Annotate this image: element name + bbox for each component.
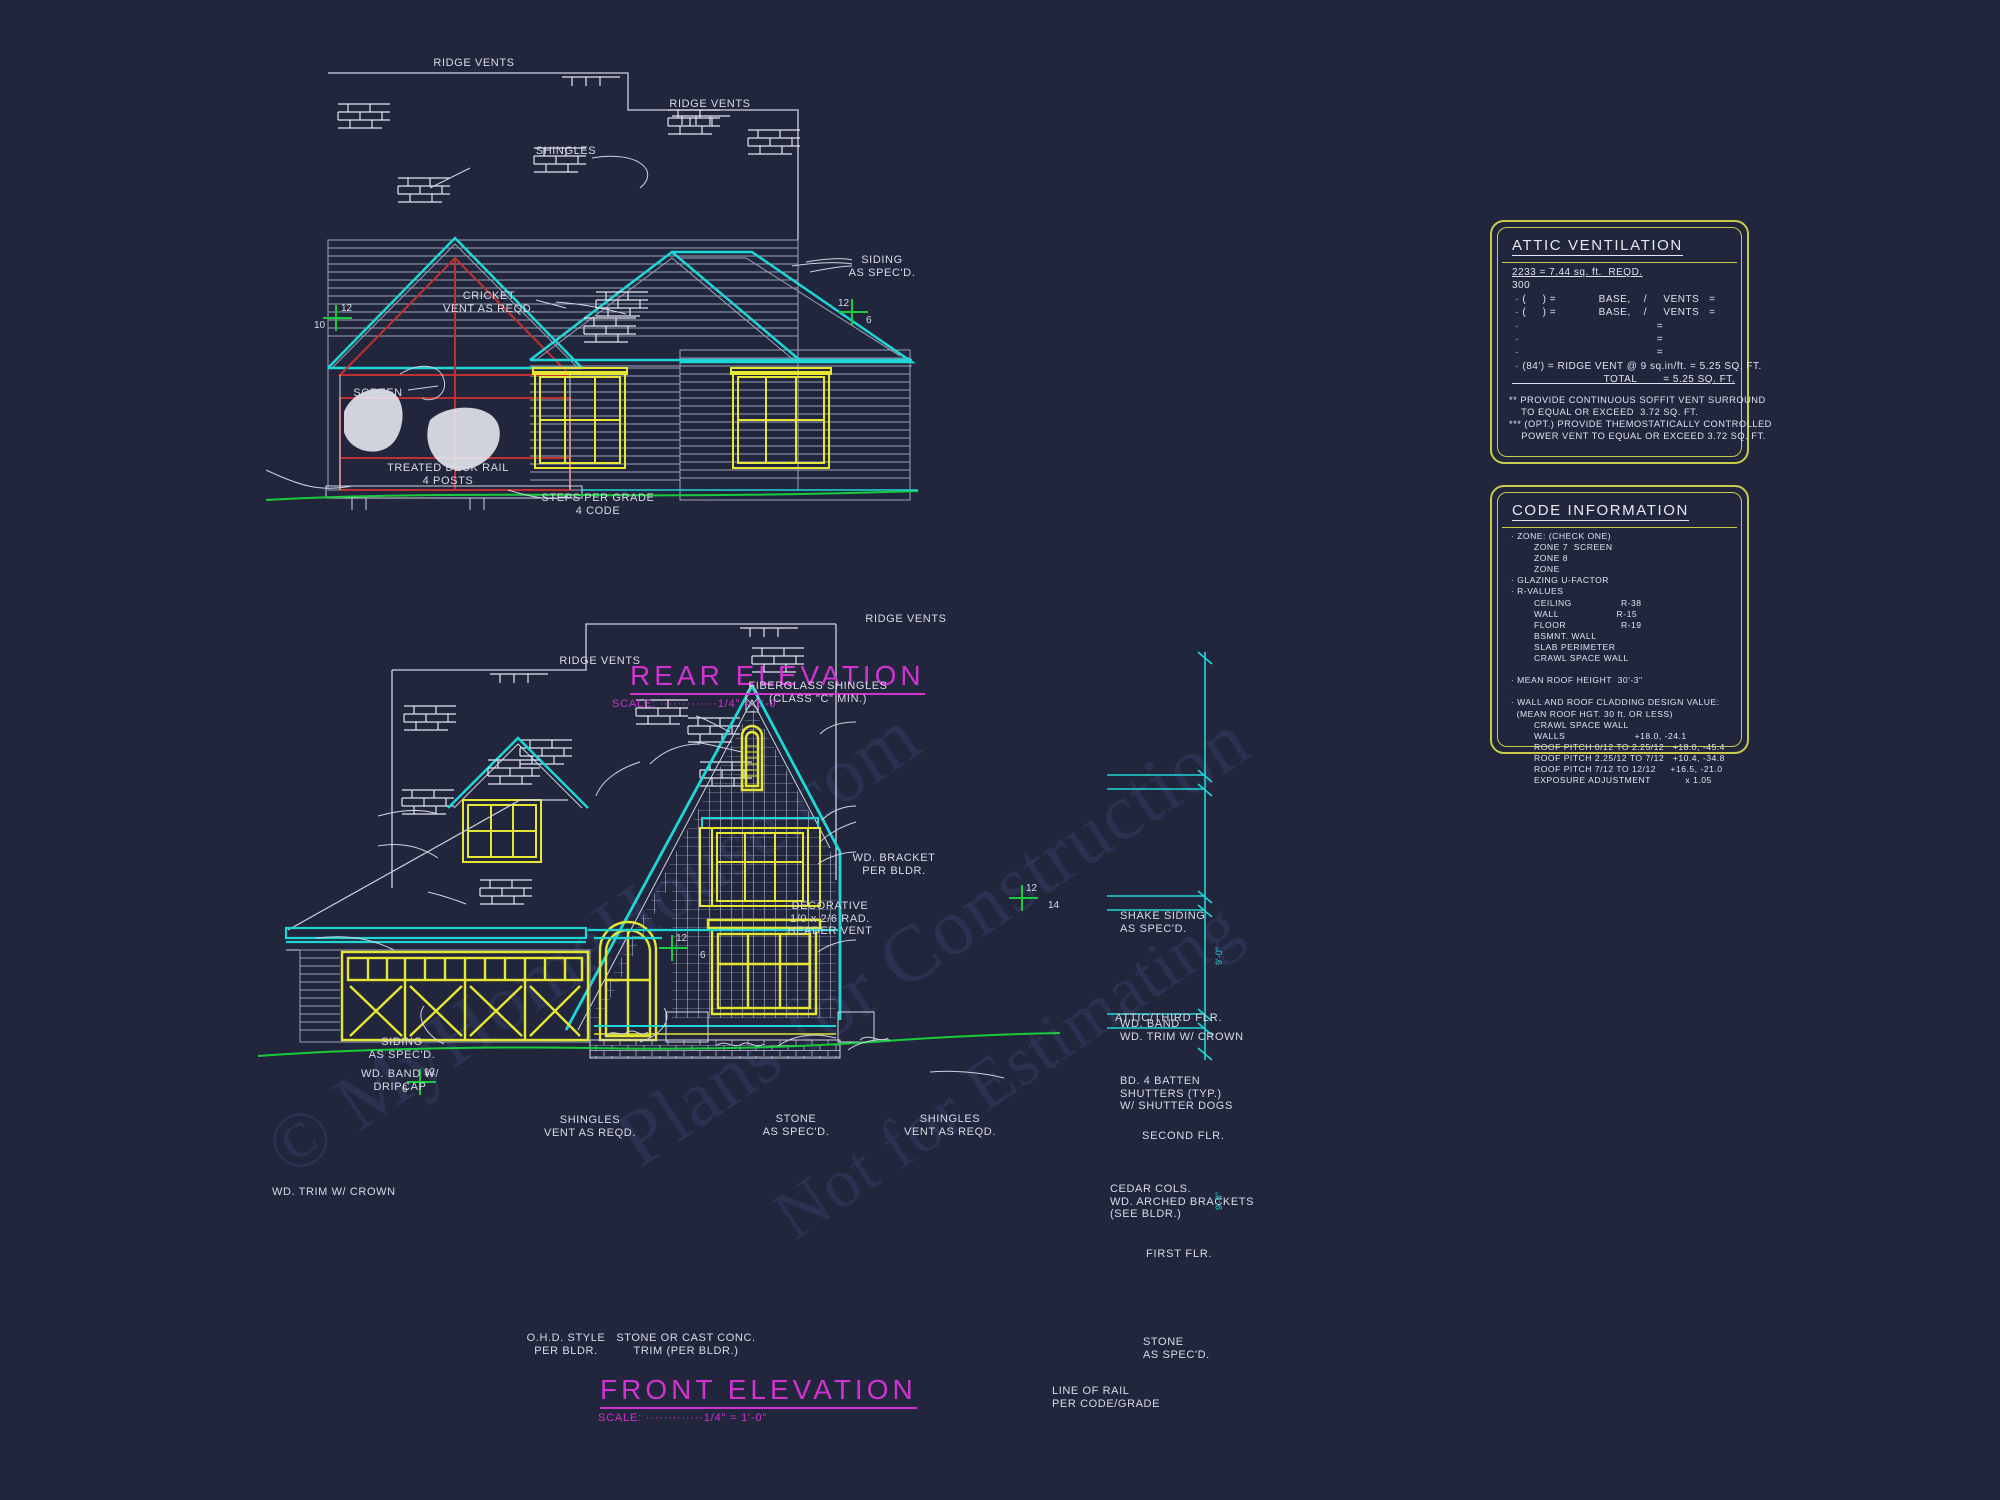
front-annotation-stone-as-specd-base: STONE AS SPEC'D. <box>1143 1336 1210 1361</box>
rear-annotation-siding: SIDING AS SPEC'D. <box>848 254 916 279</box>
attic-ventilation-title: ATTIC VENTILATION <box>1512 237 1683 256</box>
code-information-title: CODE INFORMATION <box>1512 502 1689 521</box>
rear-annotation-cricket-vent: CRICKET VENT AS REQD. <box>443 290 535 315</box>
rear-annotation-ridge-vents-2: RIDGE VENTS <box>669 98 751 110</box>
code-information-lines: · ZONE: (CHECK ONE) ZONE 7 SCREEN ZONE 8… <box>1510 531 1725 786</box>
rear-annotation-treated-deck-rail: TREATED DECK RAIL 4 POSTS <box>387 462 509 487</box>
front-elevation-geometry <box>257 623 1213 1096</box>
code-information-divider <box>1502 527 1737 528</box>
code-information-box: CODE INFORMATION · ZONE: (CHECK ONE) ZON… <box>1490 485 1749 785</box>
front-annotation-shingles-vent-left: SHINGLES VENT AS REQD. <box>544 1114 636 1139</box>
attic-ventilation-inner-border <box>1497 227 1742 457</box>
front-elevation-title: FRONT ELEVATION <box>600 1374 917 1409</box>
attic-ventilation-box: ATTIC VENTILATION 2233 = 7.44 sq. ft. RE… <box>1490 220 1771 464</box>
front-annotation-shingles-vent-right: SHINGLES VENT AS REQD. <box>904 1113 996 1138</box>
front-annotation-wd-trim-crown: WD. TRIM W/ CROWN <box>272 1186 396 1198</box>
attic-ventilation-notes: ** PROVIDE CONTINUOUS SOFFIT VENT SURROU… <box>1509 395 1772 441</box>
front-pitch-rise-3: 12 <box>424 1067 436 1078</box>
front-annotation-wd-band-trim: WD. BAND WD. TRIM W/ CROWN <box>1120 1018 1244 1043</box>
front-elevation-title-text: FRONT ELEVATION <box>600 1374 917 1405</box>
rear-annotation-screen: SCREEN <box>353 387 403 399</box>
front-annotation-bracket: WD. BRACKET PER BLDR. <box>852 852 936 877</box>
rear-elevation-geometry <box>265 72 919 510</box>
rear-pitch-run-1: 10 <box>314 320 326 331</box>
front-annotation-stone-as-specd-gable: STONE AS SPEC'D. <box>762 1113 830 1138</box>
code-information-inner-border <box>1497 492 1742 747</box>
front-pitch-run-3: 6 <box>402 1084 408 1095</box>
front-pitch-rise-2: 12 <box>676 933 688 944</box>
front-pitch-run-2: 6 <box>700 950 706 961</box>
front-annotation-decorative-header-vent: DECORATIVE 1/0 x 2/6 RAD. HEADER VENT <box>787 900 873 937</box>
front-elevation-scale: SCALE: ·············1/4" = 1'-0" <box>598 1412 768 1424</box>
rear-annotation-shingles: SHINGLES <box>535 145 597 157</box>
rear-annotation-ridge-vents-1: RIDGE VENTS <box>433 57 515 69</box>
front-floor-label-first: FIRST FLR. <box>1146 1248 1213 1260</box>
rear-pitch-rise-2: 12 <box>838 298 850 309</box>
rear-elevation-title-text: REAR ELEVATION <box>630 660 925 691</box>
attic-ventilation-calc-lines: 2233 = 7.44 sq. ft. REQD. 300 · ( ) = BA… <box>1512 267 1762 386</box>
rear-pitch-rise-1: 12 <box>341 303 353 314</box>
rear-pitch-run-2: 6 <box>866 315 872 326</box>
front-annotation-ridgevents-upper: RIDGE VENTS <box>865 613 947 625</box>
rear-elevation-scale: SCALE: ·············1/4" = 1'-0" <box>612 698 782 710</box>
front-annotation-wd-band-dripcap: WD. BAND W/ DRIPCAP <box>360 1068 440 1093</box>
front-annotation-stone-cast-conc: STONE OR CAST CONC. TRIM (PER BLDR.) <box>616 1332 756 1357</box>
front-annotation-line-of-rail: LINE OF RAIL PER CODE/GRADE <box>1052 1385 1161 1410</box>
front-pitch-rise-1: 12 <box>1026 883 1038 894</box>
rear-title-underline <box>630 693 925 695</box>
front-annotation-fiberglass-shingles: FIBERGLASS SHINGLES (CLASS "C" MIN.) <box>748 680 888 705</box>
front-annotation-ohd-style: O.H.D. STYLE PER BLDR. <box>526 1332 606 1357</box>
front-dimension-second-to-first: 9'-0" <box>1214 1192 1224 1210</box>
rear-annotation-steps-per-grade: STEPS PER GRADE 4 CODE <box>541 492 655 517</box>
front-pitch-run-1: 14 <box>1048 900 1060 911</box>
front-floor-label-attic: ATTIC/THIRD FLR. <box>1115 1012 1223 1024</box>
rear-elevation-title: REAR ELEVATION <box>630 660 925 695</box>
front-annotation-ridgevents-lower: RIDGE VENTS <box>559 655 641 667</box>
front-annotation-cedar-cols: CEDAR COLS. WD. ARCHED BRACKETS (SEE BLD… <box>1110 1183 1255 1220</box>
front-annotation-bd-batten-shutters: BD. 4 BATTEN SHUTTERS (TYP.) W/ SHUTTER … <box>1120 1075 1233 1112</box>
front-annotation-siding-as-specd: SIDING AS SPEC'D. <box>368 1036 436 1061</box>
front-floor-label-second: SECOND FLR. <box>1142 1130 1225 1142</box>
front-annotation-shake-siding: SHAKE SIDING AS SPEC'D. <box>1120 910 1206 935</box>
attic-ventilation-divider <box>1502 262 1737 263</box>
front-dimension-attic-to-second: 9'-0" <box>1214 947 1224 965</box>
front-title-underline <box>600 1407 917 1409</box>
